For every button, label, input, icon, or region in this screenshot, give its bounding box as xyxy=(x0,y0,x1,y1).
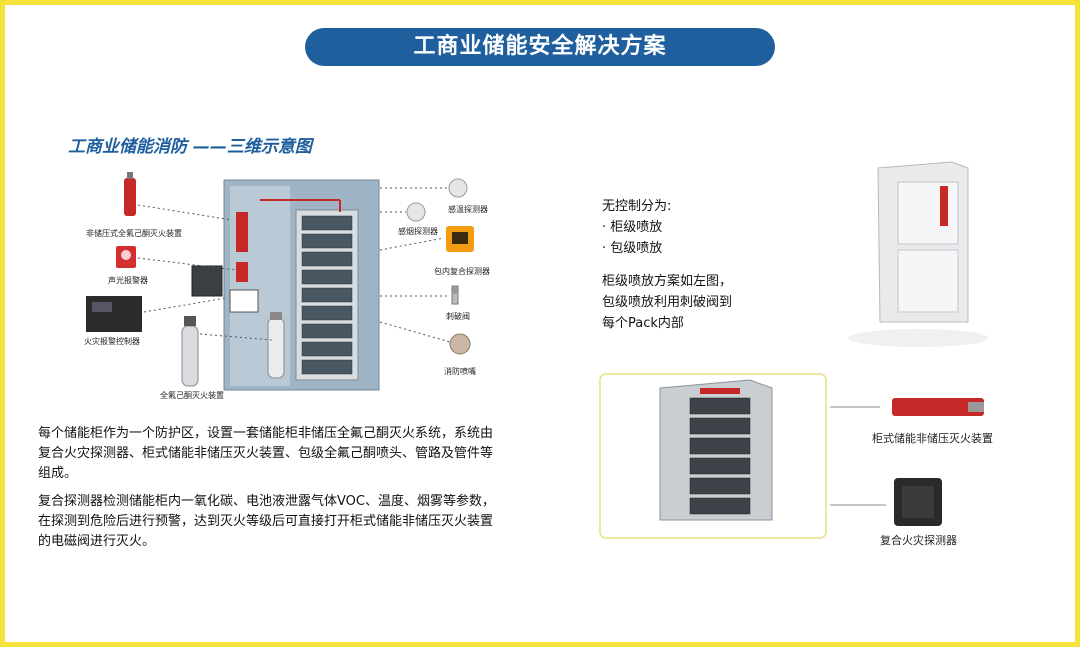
empty-cabinet xyxy=(848,161,988,347)
label-temp-detector: 感温探测器 xyxy=(448,205,488,214)
label-alarm: 声光报警器 xyxy=(108,276,148,285)
wall-panel xyxy=(191,265,223,297)
temp-detector xyxy=(448,178,468,198)
diagram-title: 工商业储能消防 ——三维示意图 xyxy=(68,137,312,157)
label-composite-detector: 复合火灾探测器 xyxy=(880,534,957,547)
description-paragraph-1: 每个储能柜作为一个防护区，设置一套储能柜非储压全氟己酮灭火系统，系统由 复合火灾… xyxy=(38,426,494,481)
boxed-cabinet xyxy=(599,373,827,539)
label-smoke-detector: 感烟探测器 xyxy=(398,227,438,236)
left-extinguisher xyxy=(124,172,136,216)
label-left-extinguisher: 非储压式全氟己酮灭火装置 xyxy=(86,229,182,238)
page-title: 工商业储能安全解决方案 xyxy=(305,28,775,66)
label-nozzle: 消防喷嘴 xyxy=(444,367,476,376)
piercing-valve xyxy=(451,285,459,305)
control-description: 无控制分为: · 柜级喷放 · 包级喷放 柜级喷放方案如左图， 包级喷放利用刺破… xyxy=(602,199,733,331)
connector-lines xyxy=(137,187,451,343)
label-pack-detector: 包内复合探测器 xyxy=(434,267,490,276)
label-cylinder: 全氟己酮灭火装置 xyxy=(160,391,224,400)
nozzle xyxy=(449,333,471,355)
pack-detector xyxy=(446,226,474,252)
cabinet-extinguisher-device xyxy=(892,398,984,416)
composite-fire-detector xyxy=(894,478,942,526)
smoke-detector xyxy=(406,202,426,222)
sound-light-alarm xyxy=(116,246,136,268)
label-piercing-valve: 刺破阀 xyxy=(446,312,470,321)
label-cabinet-device: 柜式储能非储压灭火装置 xyxy=(872,432,993,445)
perfluoro-cylinder xyxy=(181,316,199,387)
label-fire-controller: 火灾报警控制器 xyxy=(84,337,140,346)
main-cabinet xyxy=(223,179,380,391)
description-paragraph-2: 复合探测器检测储能柜内一氧化碳、电池液泄露气体VOC、温度、烟雾等参数， 在探测… xyxy=(38,494,495,549)
fire-alarm-controller xyxy=(86,296,142,332)
